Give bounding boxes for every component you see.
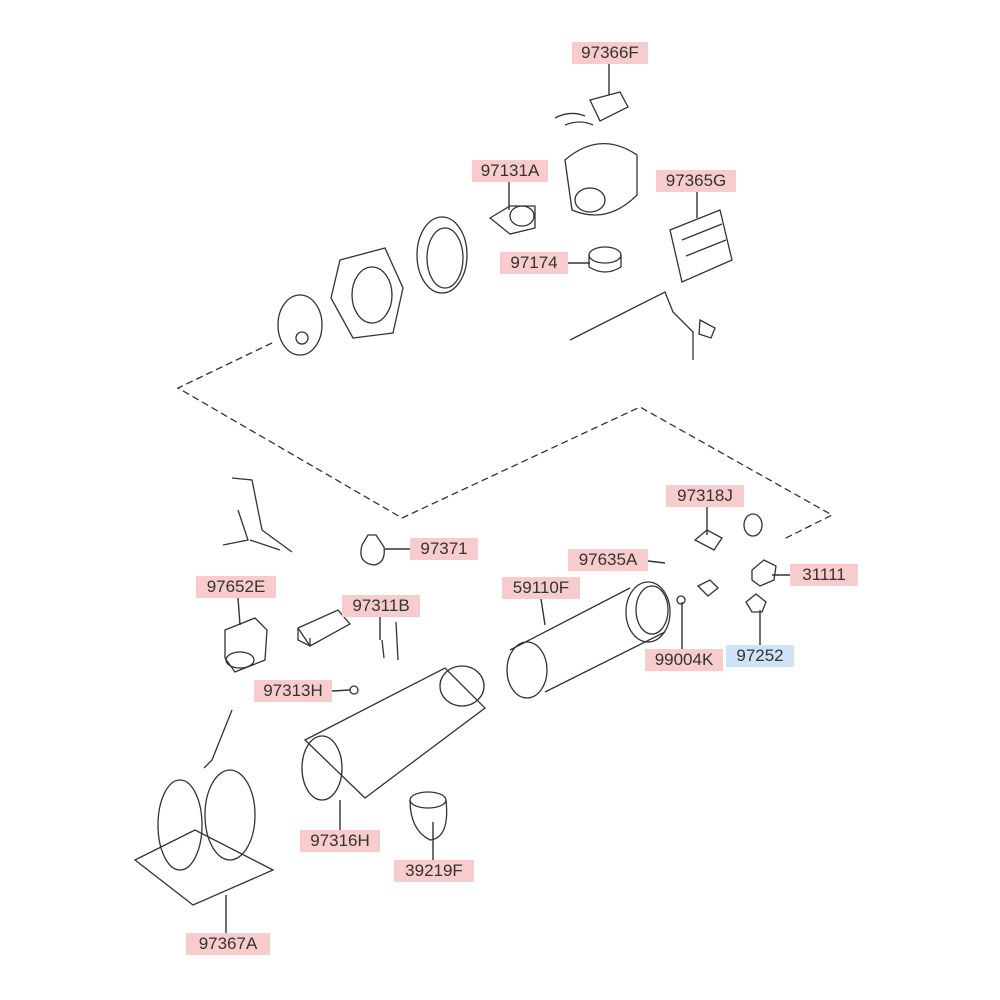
part-31111-pump xyxy=(751,559,777,587)
callout-97316H[interactable]: 97316H xyxy=(300,830,380,852)
callout-97366F[interactable]: 97366F xyxy=(572,42,648,64)
part-97371-clip xyxy=(360,534,385,566)
part-97252-connector xyxy=(745,593,767,613)
callout-97313H[interactable]: 97313H xyxy=(254,680,332,702)
part-wire-harness-top xyxy=(569,291,716,360)
part-disc xyxy=(277,294,323,356)
callout-97311B[interactable]: 97311B xyxy=(342,595,420,617)
part-97313H-screw xyxy=(349,685,359,695)
part-97311B-plugs xyxy=(381,621,399,661)
callout-39219F[interactable]: 39219F xyxy=(394,860,474,882)
part-bracket-small xyxy=(696,579,719,597)
callout-97635A[interactable]: 97635A xyxy=(568,549,648,571)
part-97174-ring xyxy=(588,246,622,273)
callout-31111[interactable]: 31111 xyxy=(790,564,858,586)
group-dashed-outline xyxy=(176,342,834,541)
part-wire-harness-left xyxy=(222,477,293,553)
part-flange xyxy=(330,247,404,339)
callout-97252-selected[interactable]: 97252 xyxy=(726,645,794,667)
callout-97652E[interactable]: 97652E xyxy=(196,576,276,598)
part-97652E-filter xyxy=(224,617,268,673)
part-97311B-box xyxy=(297,609,352,648)
callout-97365G[interactable]: 97365G xyxy=(656,170,736,192)
callout-97318J[interactable]: 97318J xyxy=(666,485,744,507)
callout-97131A[interactable]: 97131A xyxy=(472,160,548,182)
part-gasket xyxy=(416,216,468,294)
callout-99004K[interactable]: 99004K xyxy=(645,649,723,671)
part-97131A-tube xyxy=(488,205,536,235)
part-39219F-elbow xyxy=(409,791,448,841)
part-wire xyxy=(203,709,233,769)
callout-97367A[interactable]: 97367A xyxy=(186,933,270,955)
part-97366F-sensor xyxy=(554,91,629,126)
part-plate xyxy=(743,513,763,537)
callout-97174[interactable]: 97174 xyxy=(500,252,568,274)
leader-lines xyxy=(225,64,790,933)
part-99004K-nut xyxy=(676,595,686,605)
part-97365G-controller xyxy=(669,209,733,283)
part-blower-housing xyxy=(564,143,638,216)
part-97316H-heater xyxy=(301,665,486,801)
callout-97371[interactable]: 97371 xyxy=(410,538,478,560)
part-97318J-bracket xyxy=(693,529,723,551)
part-97367A-mount xyxy=(133,769,275,906)
callout-59110F[interactable]: 59110F xyxy=(502,577,580,599)
part-59110F-exhaust xyxy=(506,581,671,699)
